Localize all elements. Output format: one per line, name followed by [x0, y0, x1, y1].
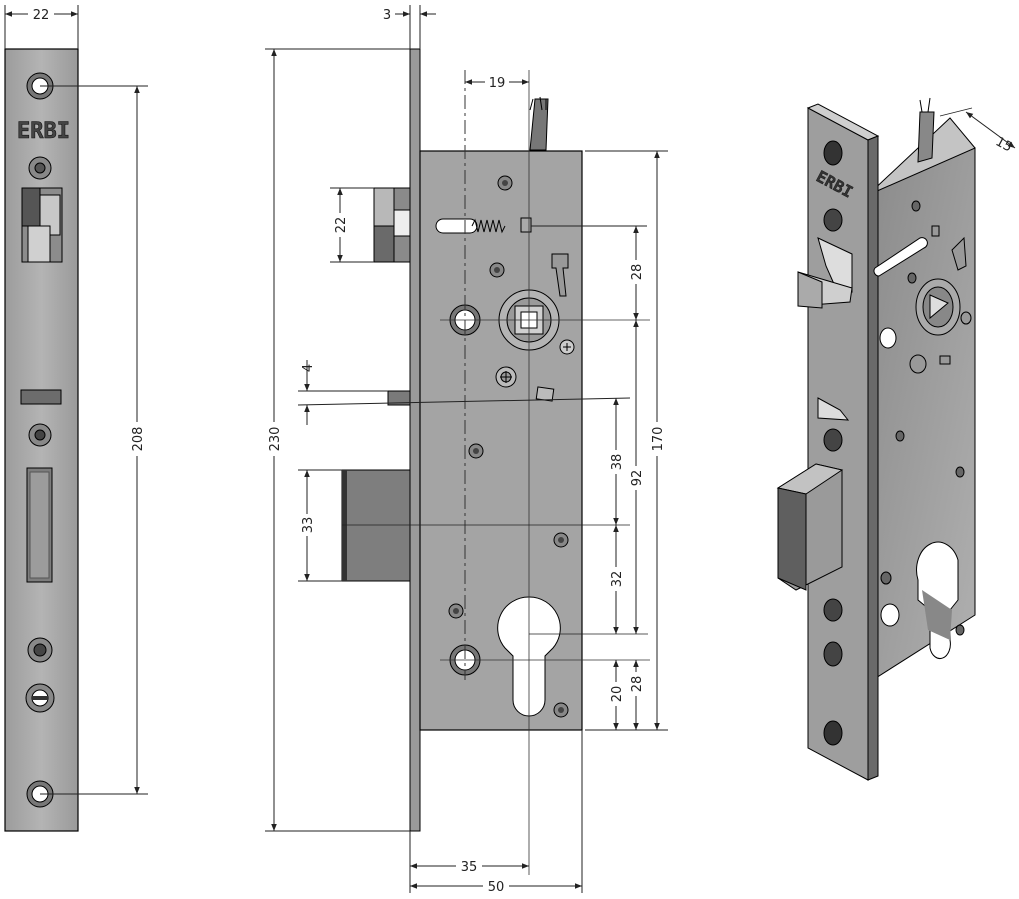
- svg-text:22: 22: [334, 217, 349, 234]
- svg-text:19: 19: [489, 76, 506, 91]
- svg-text:38: 38: [610, 454, 625, 471]
- dimension-92: 92: [627, 320, 645, 634]
- dimension-bolt-height: 33: [298, 469, 630, 582]
- dimension-pin-height: 4: [297, 360, 631, 425]
- lock-isometric-view: ERBI: [776, 97, 976, 781]
- faceplate-front-view: ERBI: [4, 48, 79, 832]
- svg-text:28: 28: [630, 264, 645, 281]
- svg-text:92: 92: [630, 470, 645, 487]
- dimension-faceplate-thickness: 3: [383, 5, 436, 49]
- dimension-backset: 35: [409, 831, 529, 893]
- dimension-20: 20: [607, 660, 625, 730]
- svg-text:230: 230: [268, 427, 283, 452]
- dimension-hole-spacing: 208: [40, 85, 148, 795]
- dimension-32: 32: [529, 525, 648, 635]
- brand-logo: ERBI: [17, 119, 70, 144]
- svg-text:20: 20: [610, 686, 625, 703]
- dimension-38: 38: [607, 398, 625, 525]
- dimension-total-height: 230: [265, 48, 410, 832]
- svg-text:3: 3: [383, 8, 391, 23]
- svg-text:22: 22: [33, 8, 50, 23]
- svg-text:208: 208: [131, 427, 146, 452]
- svg-text:32: 32: [610, 571, 625, 588]
- svg-text:50: 50: [488, 880, 505, 895]
- dimension-latch-height: 22: [330, 187, 374, 263]
- dimension-case-depth: 50: [410, 730, 583, 895]
- lock-side-view: [341, 48, 650, 875]
- svg-text:4: 4: [301, 364, 316, 372]
- svg-text:33: 33: [301, 517, 316, 534]
- dimension-wire-offset: 15: [939, 107, 1016, 155]
- dimension-faceplate-width: 22: [4, 5, 79, 49]
- svg-text:35: 35: [461, 860, 478, 875]
- svg-text:15: 15: [993, 134, 1015, 155]
- svg-text:28: 28: [630, 676, 645, 693]
- dimension-backset-cylinder-offset: 19: [465, 74, 529, 91]
- dimension-case-height: 170: [585, 150, 668, 731]
- dimension-28-lower: 28: [627, 660, 645, 730]
- dimension-follower-to-top: 28: [531, 225, 647, 320]
- svg-text:170: 170: [651, 427, 666, 452]
